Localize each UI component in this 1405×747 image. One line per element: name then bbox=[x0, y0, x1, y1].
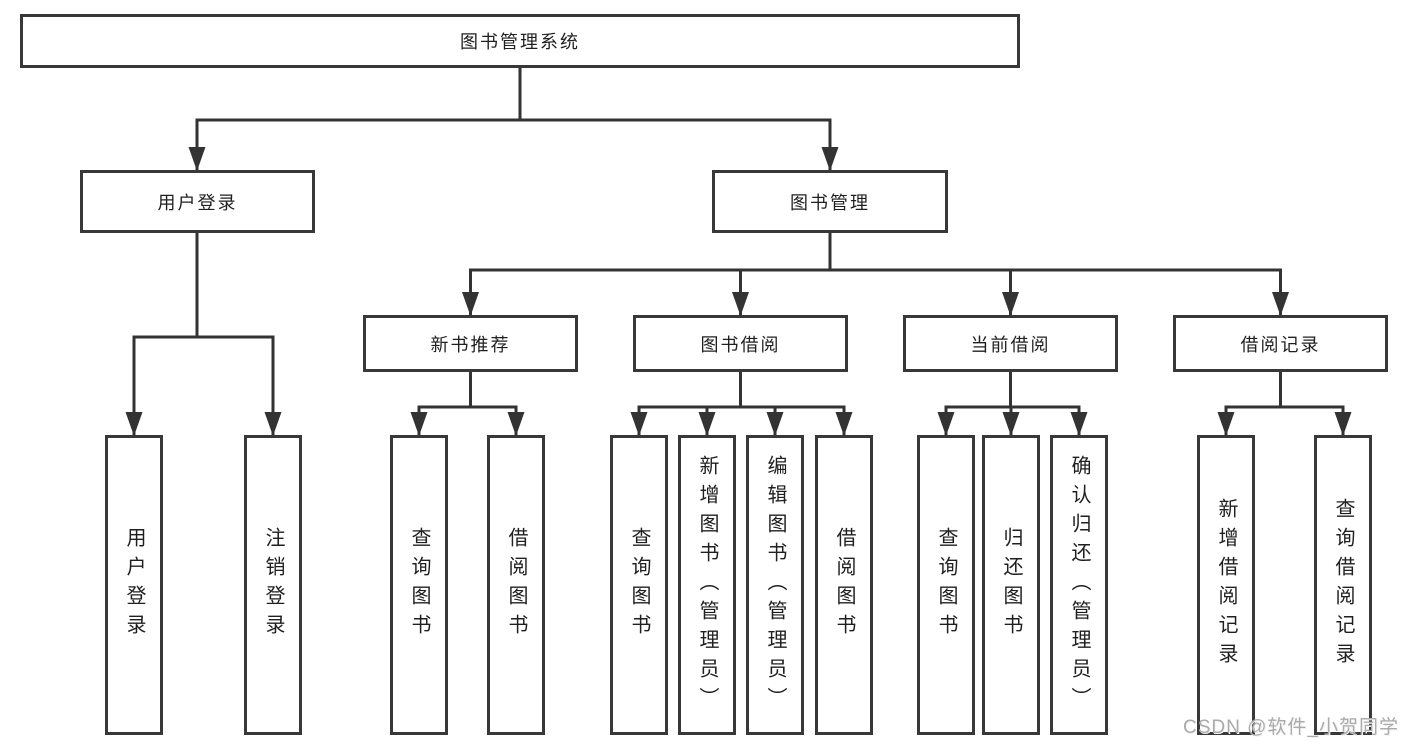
node-new-book-recommend: 新书推荐 bbox=[363, 315, 578, 372]
leaf-add-borrow-record: 新增借阅记录 bbox=[1197, 435, 1255, 735]
leaf-query-books-current: 查询图书 bbox=[917, 435, 975, 735]
node-user-login: 用户登录 bbox=[80, 170, 315, 233]
leaf-confirm-return-admin: 确认归还（管理员） bbox=[1050, 435, 1108, 735]
leaf-logout: 注销登录 bbox=[244, 435, 302, 735]
node-book-borrow: 图书借阅 bbox=[633, 315, 848, 372]
node-current-borrow: 当前借阅 bbox=[903, 315, 1118, 372]
leaf-edit-book-admin: 编辑图书（管理员） bbox=[746, 435, 804, 735]
leaf-borrow-books-recommend: 借阅图书 bbox=[487, 435, 545, 735]
leaf-query-books-recommend: 查询图书 bbox=[390, 435, 448, 735]
node-borrow-records: 借阅记录 bbox=[1173, 315, 1388, 372]
leaf-borrow-books: 借阅图书 bbox=[815, 435, 873, 735]
leaf-user-login: 用户登录 bbox=[105, 435, 163, 735]
node-library-system: 图书管理系统 bbox=[20, 14, 1020, 68]
leaf-return-book: 归还图书 bbox=[982, 435, 1040, 735]
node-book-management: 图书管理 bbox=[712, 170, 948, 233]
csdn-watermark: CSDN @软件_小贺同学 bbox=[1183, 717, 1399, 738]
leaf-add-book-admin: 新增图书（管理员） bbox=[678, 435, 736, 735]
leaf-query-borrow-record: 查询借阅记录 bbox=[1314, 435, 1372, 735]
leaf-query-books-borrow: 查询图书 bbox=[610, 435, 668, 735]
